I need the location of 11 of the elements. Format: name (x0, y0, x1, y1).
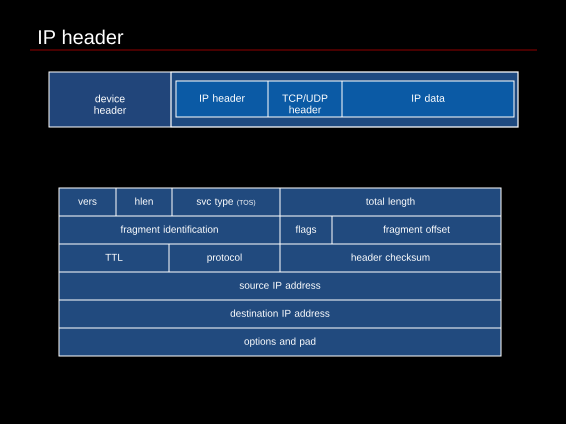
field-cell: destination IP address (58, 300, 502, 328)
field-cell: protocol (168, 244, 280, 272)
field-cell: hlen (116, 188, 172, 216)
title: IP header (39, 30, 124, 44)
field-cell: TTL (58, 244, 170, 272)
field-cell: vers (58, 188, 116, 216)
header-box: device header (48, 72, 172, 128)
header-box: TCP/UDP header (268, 80, 342, 118)
header-box: IP header (176, 80, 268, 118)
field-cell: options and pad (58, 328, 502, 356)
field-cell: flags (280, 216, 332, 244)
